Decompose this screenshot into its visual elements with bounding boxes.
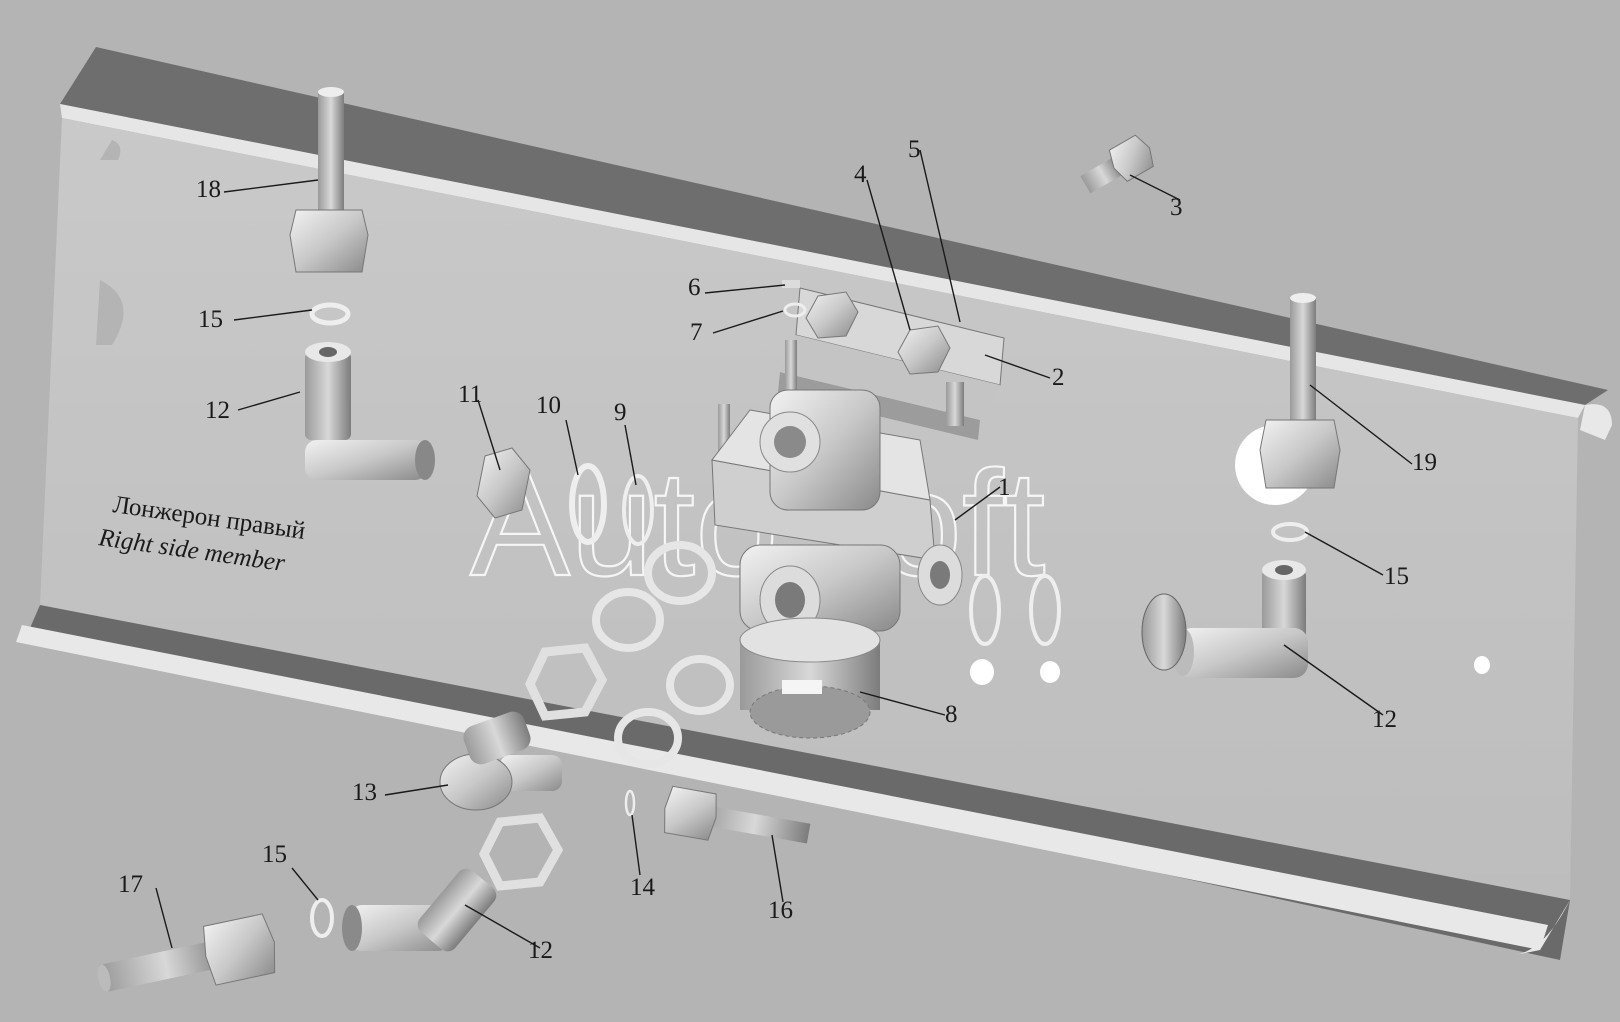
part-14-o-ring: [624, 789, 636, 817]
callout-15-right: 15: [1384, 563, 1409, 590]
part-15-washer: [309, 302, 351, 326]
part-1-valve-assembly: [711, 287, 1005, 739]
part-16-tube-fitting: [664, 785, 811, 844]
callout-6: 6: [688, 274, 701, 301]
part-17-tube-fitting: [97, 913, 276, 993]
callout-9: 9: [614, 399, 627, 426]
callout-15-bottom: 15: [262, 841, 287, 868]
callout-8: 8: [945, 701, 958, 728]
callout-10: 10: [536, 392, 561, 419]
part-3-bolt: [1080, 134, 1154, 194]
part-15-washer: [310, 898, 334, 938]
part-12-elbow-left: [305, 342, 435, 480]
part-nut: [525, 643, 608, 721]
part-11-nut: [476, 447, 531, 519]
part-ring: [614, 708, 682, 768]
callout-12-right: 12: [1372, 706, 1397, 733]
part-10-ring: [569, 463, 607, 545]
callout-1: 1: [998, 474, 1011, 501]
leader-lines: [155, 149, 1413, 949]
part-18-tube-fitting: [289, 87, 369, 273]
callout-2: 2: [1052, 364, 1065, 391]
part-ring: [644, 541, 716, 605]
callout-11: 11: [458, 381, 482, 408]
part-12-elbow-right: [1172, 560, 1308, 678]
part-13-tee-fitting: [439, 711, 562, 811]
web-hole: [970, 659, 994, 685]
part-nut: [1141, 593, 1187, 671]
callout-4: 4: [854, 161, 867, 188]
callout-numbers: 18 15 12 11 10 9 6 7 4 5 3 2 1 19 15 12 …: [118, 136, 1437, 964]
part-6-washer: [782, 280, 800, 288]
callout-15: 15: [198, 306, 223, 333]
part-ring: [592, 588, 664, 652]
callout-7: 7: [690, 319, 703, 346]
part-ring: [666, 655, 734, 715]
callout-13: 13: [352, 779, 377, 806]
callout-17: 17: [118, 871, 143, 898]
callout-19: 19: [1412, 449, 1437, 476]
part-9-ring: [622, 474, 654, 546]
part-12-elbow-bottom: [342, 868, 497, 952]
callout-12: 12: [205, 397, 230, 424]
callout-5: 5: [908, 136, 921, 163]
part-8-cap: [739, 617, 881, 739]
callout-3: 3: [1170, 194, 1183, 221]
callout-18: 18: [196, 176, 221, 203]
web-hole: [1040, 661, 1060, 683]
callout-16: 16: [768, 897, 793, 924]
callout-12-bottom: 12: [528, 937, 553, 964]
part-19-tube-fitting: [1259, 293, 1341, 489]
part-ring: [969, 574, 1001, 646]
part-15-washer: [1271, 522, 1309, 542]
web-hole: [1474, 656, 1490, 674]
callout-14: 14: [630, 874, 656, 901]
part-nut: [478, 813, 564, 891]
part-7-washer: [783, 302, 807, 318]
part-ring: [1029, 574, 1061, 646]
